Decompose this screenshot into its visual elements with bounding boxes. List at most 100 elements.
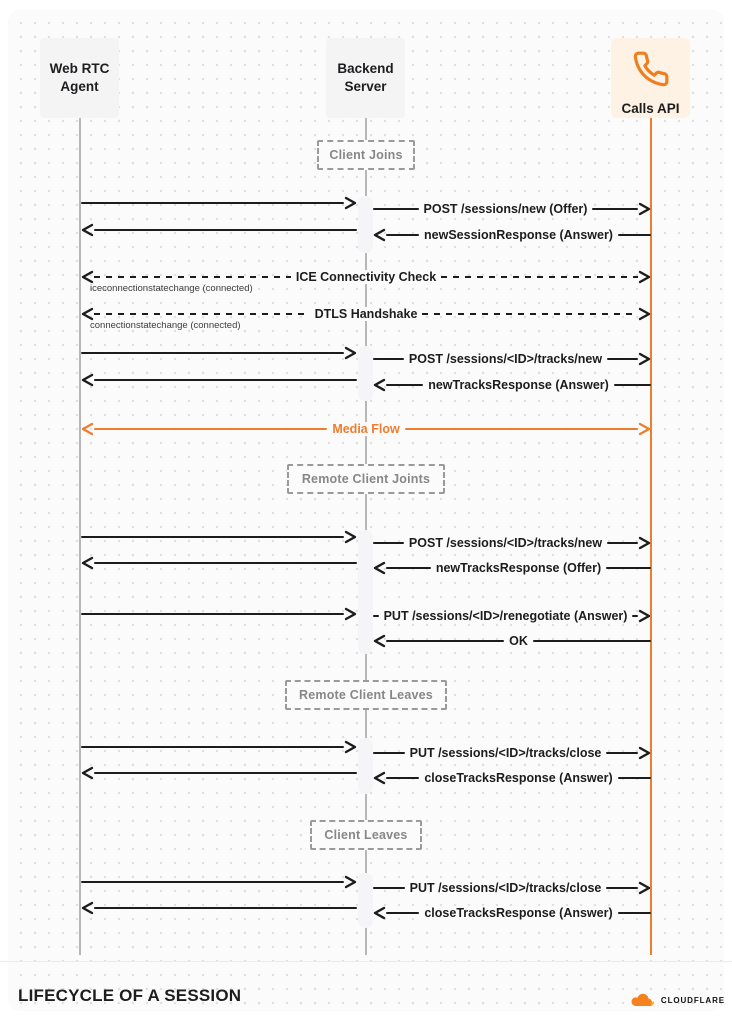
- arrow-line: [617, 776, 651, 780]
- actor-label: Server: [344, 79, 387, 94]
- arrow-line: [81, 612, 344, 616]
- arrow-line: [373, 207, 419, 211]
- sequence-message: [81, 766, 357, 780]
- message-label: OK: [504, 634, 533, 648]
- arrow-line: [592, 207, 638, 211]
- cloudflare-wordmark: CLOUDFLARE: [660, 995, 725, 1005]
- handshake-arrow: ICE Connectivity Check: [81, 270, 651, 284]
- sequence-message: [81, 373, 357, 387]
- message-label: POST /sessions/<ID>/tracks/new: [403, 352, 608, 366]
- sequence-message: [81, 556, 357, 570]
- arrow-left-icon: [373, 561, 386, 575]
- phase-label: Remote Client Leaves: [299, 688, 433, 702]
- arrow-line: [422, 312, 638, 316]
- message-label: PUT /sessions/<ID>/renegotiate (Answer): [378, 609, 633, 623]
- actor-calls-api: Calls API: [611, 38, 690, 118]
- arrow-line: [94, 312, 310, 316]
- arrow-left-icon: [81, 556, 94, 570]
- lifeline-webrtc-agent: [79, 118, 81, 955]
- arrow-line: [373, 751, 405, 755]
- arrow-right-icon: [638, 422, 651, 436]
- arrow-right-icon: [638, 202, 651, 216]
- event-callback-label: iceconnectionstatechange (connected): [90, 283, 253, 294]
- sequence-message: PUT /sessions/<ID>/tracks/close: [373, 746, 651, 760]
- sequence-message: OK: [373, 634, 651, 648]
- sequence-message: closeTracksResponse (Answer): [373, 771, 651, 785]
- arrow-right-icon: [344, 875, 357, 889]
- footer-divider: [0, 961, 732, 962]
- event-callback-label: connectionstatechange (connected): [90, 320, 241, 331]
- actor-label: Calls API: [621, 101, 680, 117]
- handshake-arrow: DTLS Handshake: [81, 307, 651, 321]
- arrow-right-icon: [344, 346, 357, 360]
- sequence-message: POST /sessions/new (Offer): [373, 202, 651, 216]
- sequence-message: [81, 530, 357, 544]
- sequence-message: [81, 223, 357, 237]
- arrow-line: [94, 427, 328, 431]
- arrow-line: [532, 639, 651, 643]
- message-label: newSessionResponse (Answer): [419, 228, 618, 242]
- arrow-left-icon: [81, 901, 94, 915]
- arrow-left-icon: [81, 307, 94, 321]
- arrow-right-icon: [344, 530, 357, 544]
- sequence-message: [81, 740, 357, 754]
- actor-webrtc-agent: Web RTC Agent: [40, 38, 119, 118]
- message-label: PUT /sessions/<ID>/tracks/close: [404, 746, 607, 760]
- sequence-message: closeTracksResponse (Answer): [373, 906, 651, 920]
- arrow-line: [386, 233, 420, 237]
- arrow-line: [94, 378, 357, 382]
- message-label: DTLS Handshake: [309, 307, 423, 321]
- arrow-line: [94, 561, 357, 565]
- arrow-left-icon: [81, 766, 94, 780]
- message-label: closeTracksResponse (Answer): [419, 906, 618, 920]
- phase-box: Client Leaves: [310, 820, 422, 850]
- arrow-line: [632, 614, 639, 618]
- arrow-line: [607, 357, 638, 361]
- arrow-line: [606, 886, 638, 890]
- arrow-line: [81, 351, 344, 355]
- arrow-line: [386, 566, 431, 570]
- actor-backend-server: Backend Server: [326, 38, 405, 118]
- arrow-left-icon: [373, 378, 386, 392]
- cloudflare-cloud-icon: [631, 993, 658, 1007]
- lifeline-calls-api: [650, 118, 652, 955]
- sequence-message: newTracksResponse (Offer): [373, 561, 651, 575]
- page-title: LIFECYCLE OF A SESSION: [18, 986, 242, 1005]
- message-label: newTracksResponse (Answer): [423, 378, 614, 392]
- arrow-line: [441, 275, 639, 279]
- sequence-message: PUT /sessions/<ID>/renegotiate (Answer): [373, 609, 651, 623]
- phase-box: Client Joins: [317, 140, 415, 170]
- arrow-left-icon: [373, 906, 386, 920]
- arrow-line: [613, 383, 651, 387]
- actor-label: Agent: [60, 79, 99, 94]
- message-label: ICE Connectivity Check: [290, 270, 442, 284]
- arrow-line: [606, 751, 638, 755]
- arrow-right-icon: [638, 746, 651, 760]
- message-label: PUT /sessions/<ID>/tracks/close: [404, 881, 607, 895]
- arrow-line: [607, 541, 638, 545]
- arrow-line: [81, 745, 344, 749]
- arrow-line: [606, 566, 651, 570]
- arrow-line: [617, 233, 652, 237]
- arrow-line: [617, 911, 651, 915]
- arrow-line: [386, 639, 505, 643]
- arrow-line: [94, 275, 291, 279]
- message-label: newTracksResponse (Offer): [430, 561, 607, 575]
- phone-icon: [632, 50, 670, 93]
- arrow-left-icon: [81, 223, 94, 237]
- arrow-left-icon: [81, 270, 94, 284]
- arrow-left-icon: [373, 634, 386, 648]
- arrow-right-icon: [344, 196, 357, 210]
- actor-label: Backend: [337, 60, 394, 76]
- phase-box: Remote Client Leaves: [285, 680, 447, 710]
- activation-bar: [358, 530, 373, 654]
- arrow-left-icon: [373, 771, 386, 785]
- sequence-message: newTracksResponse (Answer): [373, 378, 651, 392]
- arrow-line: [386, 776, 420, 780]
- cloudflare-logo: CLOUDFLARE: [631, 993, 725, 1007]
- arrow-left-icon: [81, 422, 94, 436]
- sequence-message: [81, 901, 357, 915]
- sequence-message: POST /sessions/<ID>/tracks/new: [373, 536, 651, 550]
- message-label: POST /sessions/<ID>/tracks/new: [403, 536, 608, 550]
